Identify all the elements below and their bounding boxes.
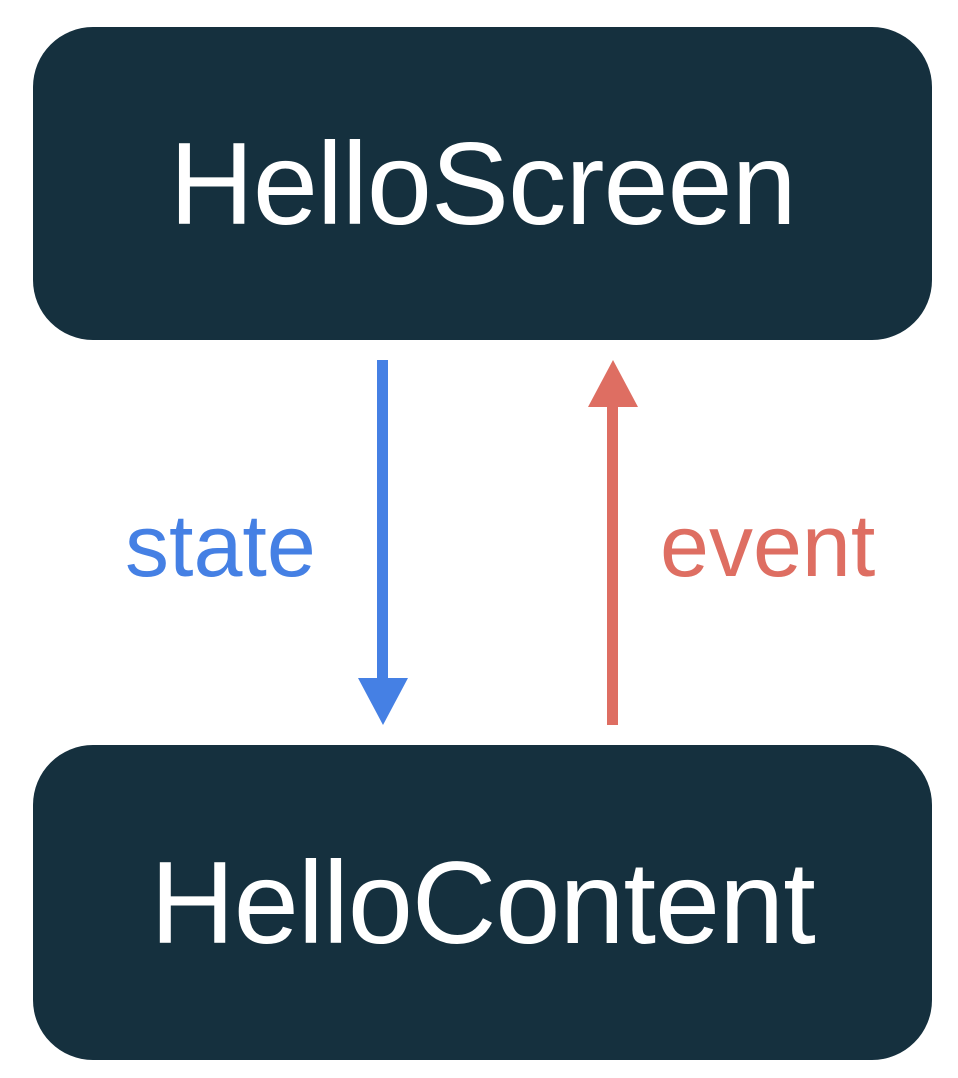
node-helloscreen-label: HelloScreen [169,118,796,249]
state-arrow-label: state [125,496,316,595]
node-hellocontent-label: HelloContent [150,837,815,968]
node-helloscreen: HelloScreen [33,27,932,340]
event-arrow-shaft [607,404,618,725]
node-hellocontent: HelloContent [33,745,932,1060]
arrow-down-icon [358,678,408,725]
state-arrow-shaft [377,360,388,682]
event-arrow-label: event [660,496,876,595]
arrow-up-icon [588,360,638,407]
